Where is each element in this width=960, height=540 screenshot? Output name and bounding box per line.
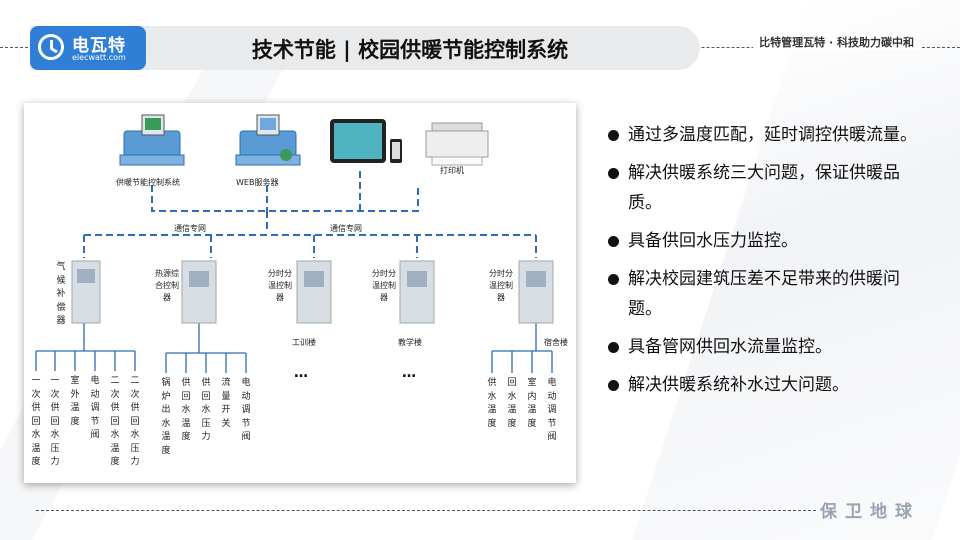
sensor-label: 锅炉出水温度: [161, 378, 171, 456]
controller-label: 分时分温控制器: [268, 269, 292, 302]
list-item: 解决供暖系统补水过大问题。: [608, 370, 928, 400]
sensor-label: 二次供回水温度: [110, 376, 120, 467]
top-bus-line: [151, 185, 419, 212]
list-item-text: 解决校园建筑压差不足带来的供暖问题。: [628, 269, 900, 319]
device-label: 打印机: [440, 166, 464, 175]
sensor-label: 二次供回水压力: [130, 376, 140, 467]
logo-name: 电瓦特: [72, 36, 126, 56]
sensor-label: 回水温度: [507, 378, 517, 429]
list-item-text: 具备供回水压力监控。: [628, 231, 798, 251]
sensor-tree: [35, 323, 136, 371]
printer-icon: [425, 122, 489, 166]
network-label: 通信专网: [330, 224, 362, 233]
list-item: 具备管网供回水流量监控。: [608, 332, 928, 362]
sensor-label: 一次供回水温度: [31, 376, 41, 467]
controller-label: 分时分温控制器: [489, 269, 513, 302]
sensor-label: 供回水压力: [201, 378, 211, 442]
sensor-label: 供水温度: [487, 378, 497, 429]
list-item-text: 具备管网供回水流量监控。: [628, 337, 832, 357]
header-slogan: 比特管理瓦特 · 科技助力碳中和: [753, 34, 920, 50]
server-icon: [119, 114, 185, 166]
network-label: 通信专网: [174, 224, 206, 233]
list-item-text: 解决供暖系统三大问题，保证供暖品质。: [628, 163, 900, 213]
sensor-tree: [165, 323, 247, 373]
building-label: 宿舍楼: [544, 338, 568, 347]
bullet-icon: [608, 236, 619, 247]
list-item: 解决供暖系统三大问题，保证供暖品质。: [608, 158, 928, 218]
ellipsis: …: [402, 365, 418, 381]
controller-cabinet: [296, 260, 332, 324]
sensor-tree: [491, 323, 553, 373]
sensor-label: 室外温度: [70, 376, 80, 427]
controller-label: 分时分温控制器: [372, 269, 396, 302]
system-diagram: 供暖节能控制系统 WEB服务器 打印机 通信专网 通信专网 气候补偿器 热源综合…: [24, 103, 576, 483]
building-label: 工训楼: [292, 338, 316, 347]
device-label: WEB服务器: [236, 178, 279, 187]
ellipsis: …: [294, 365, 310, 381]
controller-label: 热源综合控制器: [155, 269, 179, 302]
list-item-text: 通过多温度匹配，延时调控供暖流量。: [628, 125, 917, 145]
controller-label: 气候补偿器: [56, 262, 66, 326]
sensor-label: 流量开关: [221, 378, 231, 429]
list-item-text: 解决供暖系统补水过大问题。: [628, 375, 849, 395]
sensor-label: 一次供回水压力: [50, 376, 60, 467]
list-item: 解决校园建筑压差不足带来的供暖问题。: [608, 264, 928, 324]
sensor-label: 供回水温度: [181, 378, 191, 442]
feature-list: 通过多温度匹配，延时调控供暖流量。 解决供暖系统三大问题，保证供暖品质。 具备供…: [608, 120, 928, 408]
bullet-icon: [608, 168, 619, 179]
bullet-icon: [608, 130, 619, 141]
bullet-icon: [608, 380, 619, 391]
clock-icon: [38, 34, 64, 60]
device-label: 供暖节能控制系统: [116, 178, 180, 187]
sensor-label: 电动调节阀: [241, 378, 251, 442]
logo-url: elecwatt.com: [72, 53, 126, 62]
building-label: 教学楼: [398, 338, 422, 347]
sensor-label: 电动调节阀: [90, 376, 100, 440]
logo: 电瓦特 elecwatt.com: [30, 26, 146, 70]
sensor-label: 电动调节阀: [547, 378, 557, 442]
list-item: 具备供回水压力监控。: [608, 226, 928, 256]
tablet-phone-icon: [330, 119, 402, 163]
page-title: 技术节能 | 校园供暖节能控制系统: [251, 38, 569, 62]
diagram-lines: [35, 114, 554, 373]
bullet-icon: [608, 342, 619, 353]
controller-cabinet: [518, 260, 554, 324]
server-icon: [235, 114, 301, 166]
footer-slogan: 保卫地球: [820, 502, 920, 522]
sensor-label: 室内温度: [527, 378, 537, 429]
bullet-icon: [608, 274, 619, 285]
controller-cabinet: [181, 260, 217, 324]
footer-divider: [36, 510, 816, 511]
list-item: 通过多温度匹配，延时调控供暖流量。: [608, 120, 928, 150]
controller-cabinet: [71, 260, 101, 324]
controller-cabinet: [399, 260, 435, 324]
